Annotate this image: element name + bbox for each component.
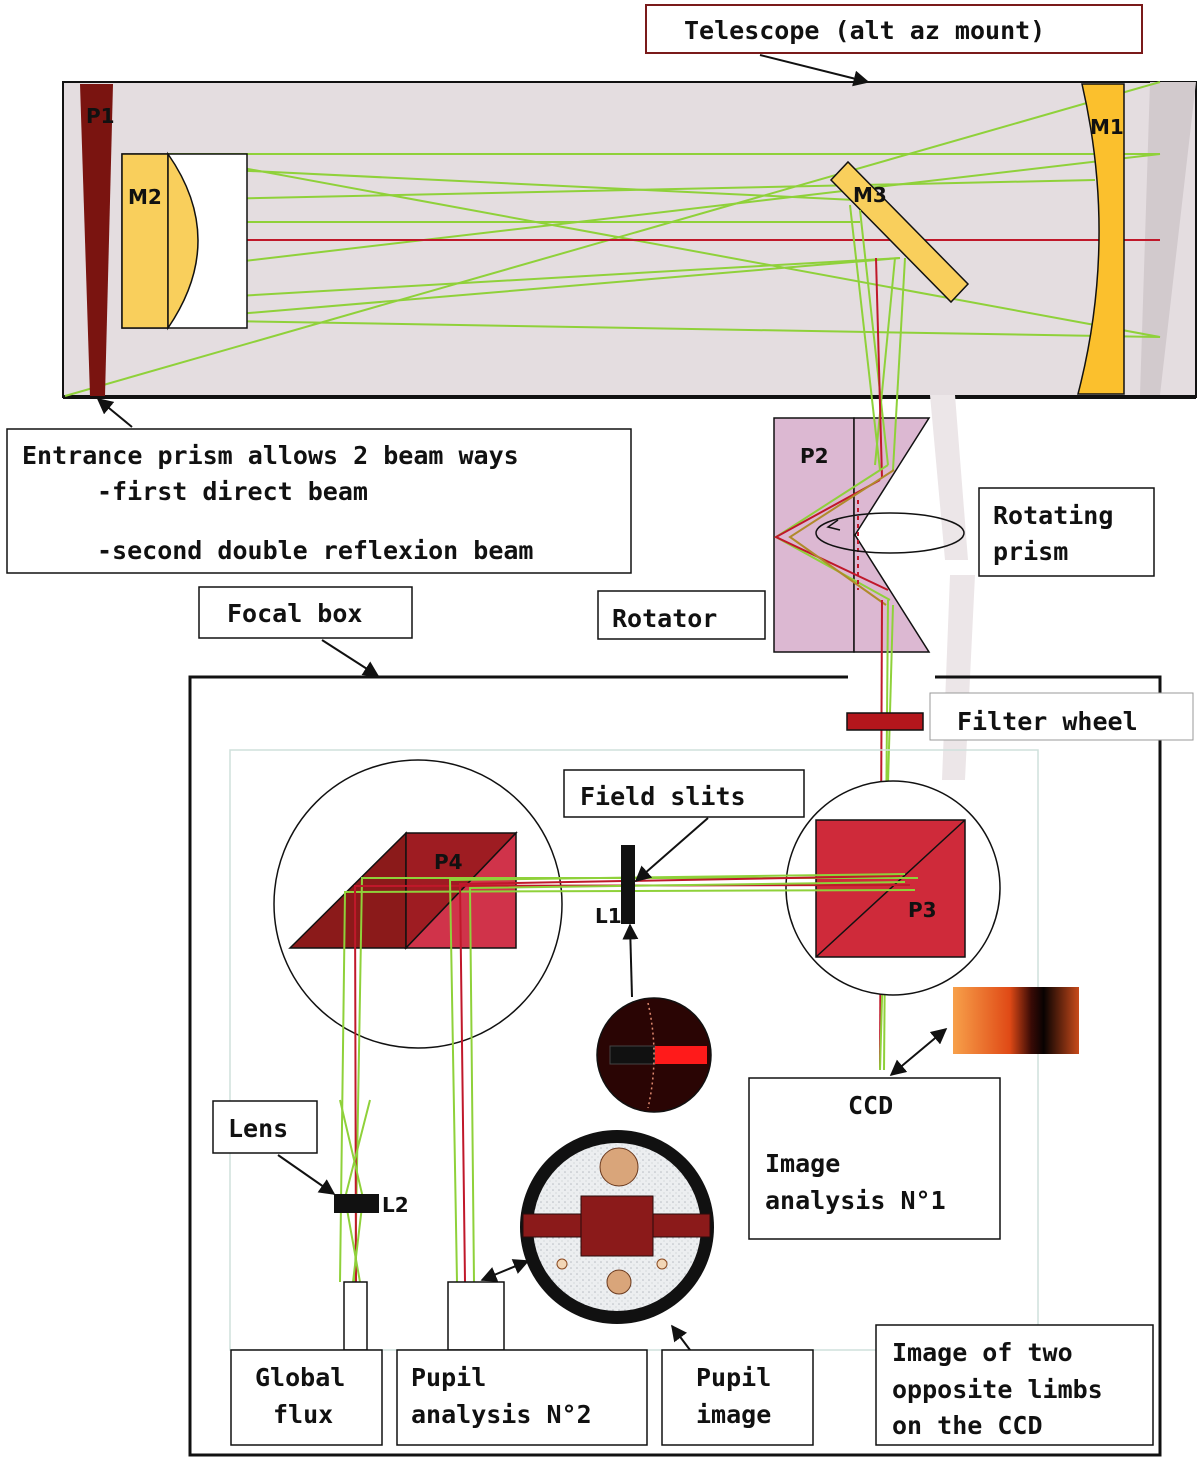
global-flux-detector	[343, 1281, 368, 1351]
lens-label-box: Lens	[212, 1100, 336, 1195]
p4-prism: P4	[273, 759, 563, 1049]
limbs-label-2: opposite limbs	[892, 1375, 1103, 1404]
lens-label: Lens	[228, 1114, 288, 1143]
filter-wheel-label: Filter wheel	[957, 707, 1138, 736]
entrance-label-line1: Entrance prism allows 2 beam ways	[22, 441, 519, 470]
m1-mirror: M1	[1077, 83, 1125, 395]
focal-box-label: Focal box	[227, 599, 362, 628]
l2-lens: L2	[334, 1193, 409, 1217]
focal-box-beams	[339, 873, 918, 1283]
global-flux-label-1: Global	[255, 1363, 345, 1392]
p4-label: P4	[434, 850, 463, 874]
p2-label: P2	[800, 444, 829, 468]
global-flux-label-2: flux	[273, 1400, 333, 1429]
entrance-prism-label-box: Entrance prism allows 2 beam ways -first…	[6, 397, 632, 574]
rotating-prism-label-2: prism	[993, 537, 1068, 566]
telescope-beams	[64, 81, 1161, 397]
filter-wheel: Filter wheel	[846, 692, 1194, 741]
field-slits-label-box: Field slits	[563, 769, 805, 883]
rotator-p2: P2	[773, 417, 931, 653]
m1-label: M1	[1090, 115, 1124, 139]
l1-label: L1	[595, 904, 622, 928]
global-flux-label-box: Global flux	[230, 1349, 383, 1446]
limbs-label-3: on the CCD	[892, 1411, 1043, 1440]
ccd-title: CCD	[848, 1091, 893, 1120]
ghost-band	[930, 395, 968, 560]
pupil-analysis-label-1: Pupil	[411, 1363, 486, 1392]
p1-entrance-prism: P1	[80, 84, 115, 396]
entrance-label-line2: -first direct beam	[97, 477, 368, 506]
telescope-label-box: Telescope (alt az mount)	[645, 4, 1143, 87]
limb-image	[889, 987, 1079, 1077]
p1-label: P1	[86, 104, 115, 128]
focal-box-label-box: Focal box	[198, 586, 413, 677]
ccd-label-box: CCD Image analysis N°1	[748, 1077, 1001, 1240]
pupil-analysis-label-box: Pupil analysis N°2	[396, 1349, 648, 1446]
limbs-label-box: Image of two opposite limbs on the CCD	[875, 1324, 1154, 1446]
entrance-label-line3: -second double reflexion beam	[97, 536, 534, 565]
l1-field-slit: L1	[595, 845, 635, 928]
m2-label: M2	[128, 185, 162, 209]
m2-mirror: M2	[121, 151, 248, 331]
slit-image-view	[596, 923, 712, 1113]
rotator-label-box: Rotator	[597, 590, 766, 640]
rotation-indicator	[815, 512, 965, 554]
ccd-line2: analysis N°1	[765, 1186, 946, 1215]
pupil-image-view	[520, 1130, 714, 1351]
m3-mirror: M3	[829, 160, 970, 304]
field-slits-label: Field slits	[580, 782, 746, 811]
pupil-image-label-box: Pupil image	[661, 1349, 814, 1446]
ccd-line1: Image	[765, 1149, 840, 1178]
limbs-label-1: Image of two	[892, 1338, 1073, 1367]
pupil-detector	[447, 1259, 530, 1351]
pupil-image-label-1: Pupil	[696, 1363, 771, 1392]
pupil-analysis-label-2: analysis N°2	[411, 1400, 592, 1429]
p3-beamsplitter: P3	[785, 780, 1001, 996]
l2-label: L2	[382, 1193, 409, 1217]
rotator-label: Rotator	[612, 604, 717, 633]
rotating-prism-label-1: Rotating	[993, 501, 1113, 530]
p3-label: P3	[908, 898, 937, 922]
telescope-label: Telescope (alt az mount)	[684, 16, 1045, 45]
rotating-prism-label-box: Rotating prism	[978, 487, 1155, 577]
m3-label: M3	[853, 183, 887, 207]
pupil-image-label-2: image	[696, 1400, 771, 1429]
